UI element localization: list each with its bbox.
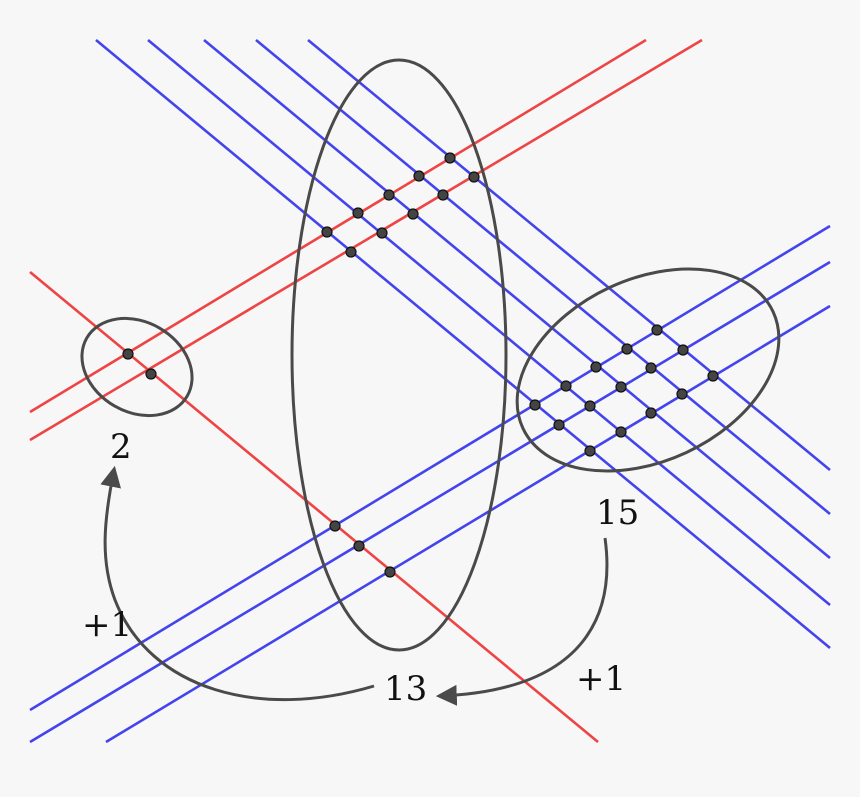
intersection-point: [352, 207, 364, 219]
intersection-point: [645, 407, 657, 419]
left-group-outline: [80, 316, 194, 418]
arrow-15-to-13: [435, 537, 609, 706]
blue-line-desc-4: [255, 38, 831, 516]
intersection-point: [145, 368, 157, 380]
intersection-point: [345, 246, 357, 258]
intersection-point: [677, 344, 689, 356]
intersection-point: [321, 226, 333, 238]
middle-group-count-label: 13: [384, 669, 427, 709]
intersection-point: [621, 343, 633, 355]
intersection-point: [413, 170, 425, 182]
group-outlines: [80, 58, 781, 652]
intersection-point: [407, 208, 419, 220]
red-line-upper: [29, 38, 647, 414]
intersection-point: [122, 348, 134, 360]
red-line-lower: [29, 38, 703, 442]
intersection-points: [122, 152, 719, 578]
intersection-point: [437, 189, 449, 201]
intersection-point: [384, 566, 396, 578]
blue-line-desc-2: [147, 38, 831, 607]
middle-group-outline: [290, 58, 508, 652]
blue-line-asc-2: [29, 260, 831, 744]
intersection-point: [353, 540, 365, 552]
intersection-point: [553, 419, 565, 431]
intersection-point: [329, 520, 341, 532]
intersection-point: [383, 189, 395, 201]
intersection-point: [468, 171, 480, 183]
blue-line-desc-3: [203, 38, 831, 560]
left-increment-label: +1: [82, 605, 132, 645]
intersection-point: [651, 324, 663, 336]
intersection-point: [584, 400, 596, 412]
blue-lines-ascending: [29, 224, 831, 744]
intersection-point: [615, 426, 627, 438]
blue-lines-descending: [95, 38, 831, 650]
blue-line-asc-1: [29, 224, 831, 712]
intersection-point: [584, 445, 596, 457]
arrow-13-to-2: [100, 465, 375, 702]
labels: 2 13 15 +1 +1: [82, 427, 639, 709]
right-group-count-label: 15: [596, 493, 639, 533]
intersection-point: [560, 380, 572, 392]
increment-arrows: [100, 465, 609, 706]
blue-line-desc-1: [95, 38, 831, 650]
intersection-point: [707, 370, 719, 382]
intersection-point: [645, 362, 657, 374]
right-group-outline: [515, 267, 781, 473]
blue-line-desc-5: [307, 38, 831, 472]
intersection-point: [615, 381, 627, 393]
right-increment-label: +1: [576, 659, 626, 699]
blue-line-asc-3: [105, 304, 831, 744]
intersection-point: [376, 227, 388, 239]
intersection-point: [529, 399, 541, 411]
intersection-point: [444, 152, 456, 164]
left-group-count-label: 2: [110, 427, 132, 467]
intersection-point: [676, 388, 688, 400]
intersection-point: [590, 361, 602, 373]
